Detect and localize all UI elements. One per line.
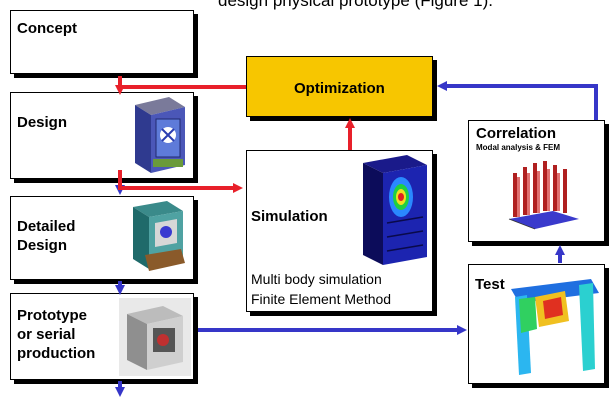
simulation-fem-cabinet-image — [363, 155, 427, 265]
correlation-3d-bar-chart-image — [508, 161, 579, 230]
test-label: Test — [475, 276, 505, 293]
arrow-correlation-to-optimization — [437, 81, 598, 120]
prototype-label-line2: or serial — [17, 326, 76, 343]
header-text-fragment: design physical prototype (Figure 1). — [218, 0, 493, 10]
detailed-design-cabinet-image — [133, 201, 185, 271]
detailed-design-label-line1: Detailed — [17, 218, 76, 235]
detailed-design-label-line2: Design — [17, 237, 68, 254]
detailed-design-box: Detailed Design — [10, 196, 194, 280]
simulation-method-2: Finite Element Method — [251, 291, 392, 307]
prototype-box: Prototype or serial production — [10, 293, 194, 380]
test-box: Test — [468, 264, 605, 384]
prototype-machine-image — [119, 298, 191, 376]
prototype-label-line1: Prototype — [17, 307, 88, 324]
correlation-subtitle: Modal analysis & FEM — [476, 143, 561, 152]
arrow-design-to-simulation — [118, 170, 243, 193]
optimization-label: Optimization — [294, 80, 385, 97]
concept-box: Concept — [10, 10, 194, 74]
prototype-label-line3: production — [17, 345, 96, 362]
simulation-method-1: Multi body simulation — [251, 271, 382, 287]
correlation-label: Correlation — [476, 125, 557, 142]
simulation-box: Simulation Multi body simulation Finite … — [246, 150, 433, 312]
simulation-label: Simulation — [251, 208, 328, 225]
concept-label: Concept — [17, 20, 77, 37]
optimization-box: Optimization — [246, 56, 433, 117]
design-box: Design — [10, 92, 194, 179]
design-cabinet-image — [135, 97, 185, 173]
test-fem-mode-shape-image — [511, 279, 599, 375]
design-label: Design — [17, 114, 68, 131]
correlation-box: Correlation Modal analysis & FEM — [468, 120, 605, 242]
